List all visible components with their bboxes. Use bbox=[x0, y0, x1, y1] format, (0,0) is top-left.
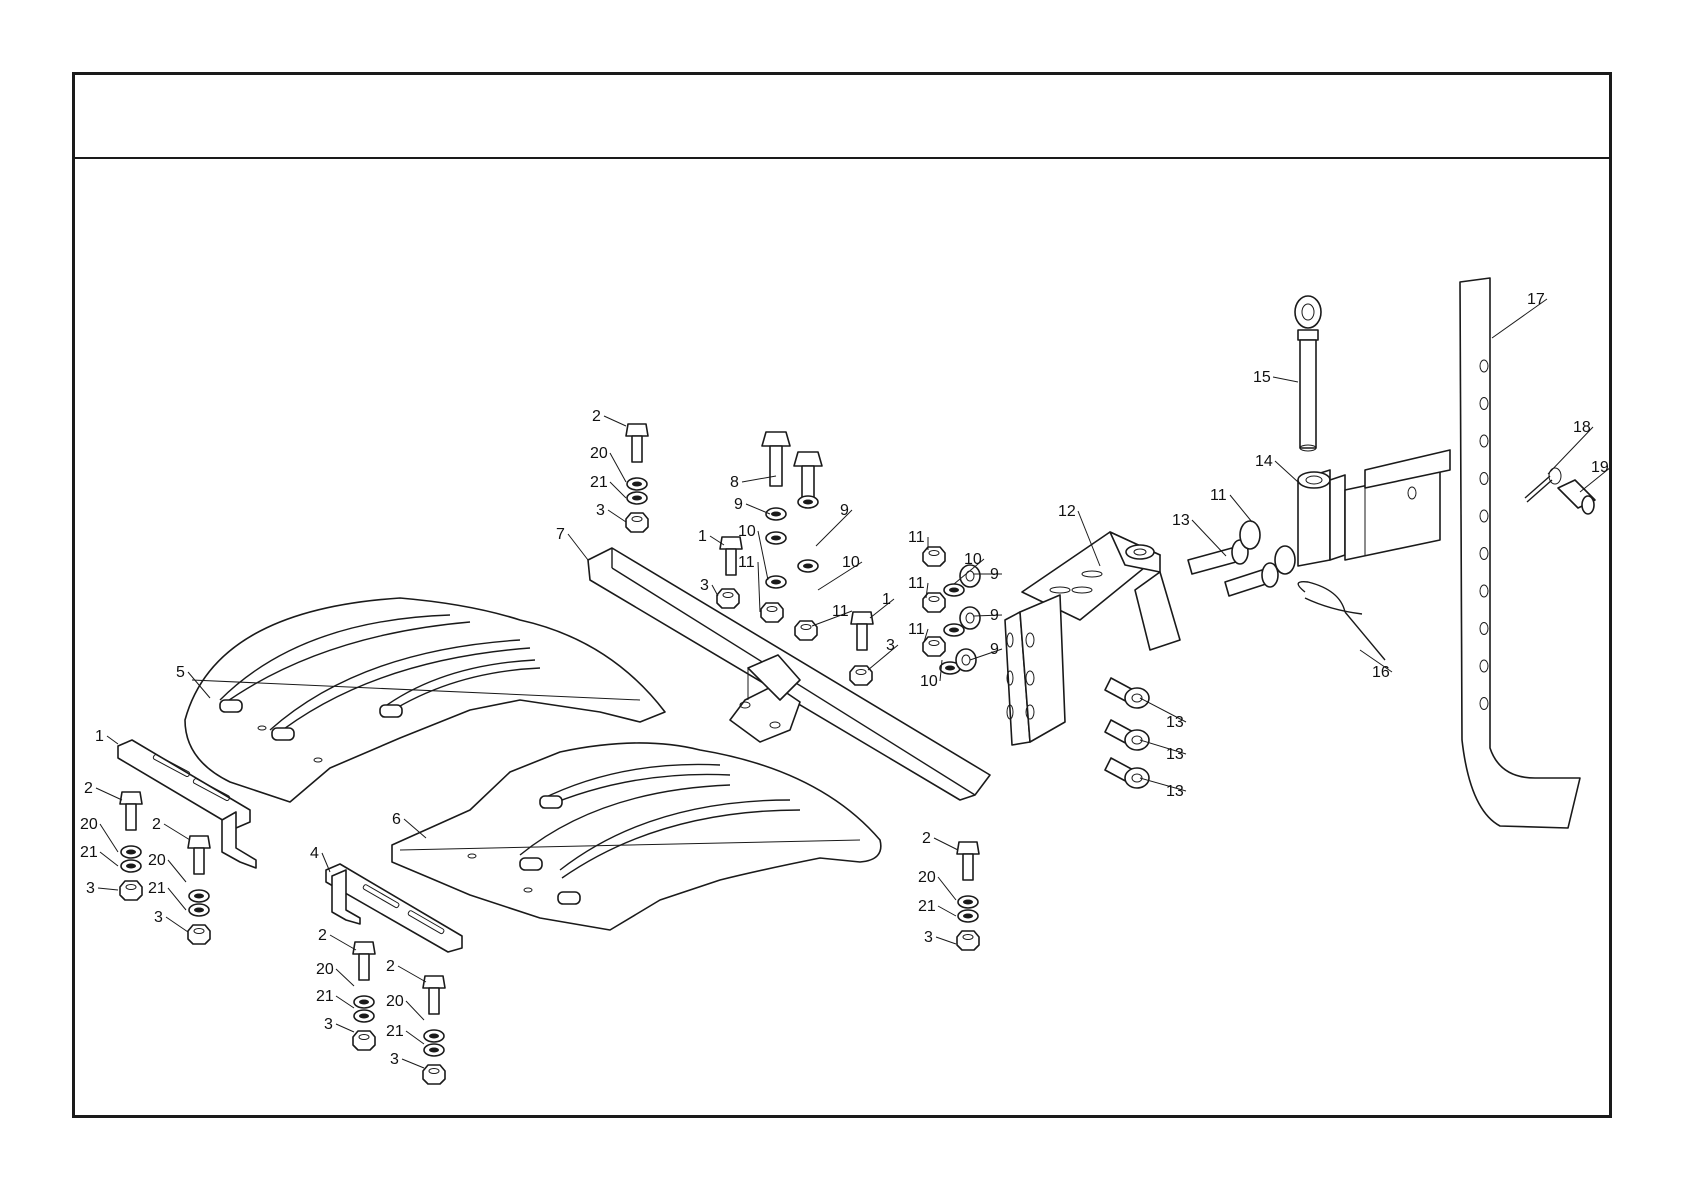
callout-20: 20 bbox=[918, 869, 936, 886]
fastener-stack bbox=[957, 842, 979, 950]
callout-3: 3 bbox=[924, 929, 933, 946]
callout-2: 2 bbox=[386, 958, 395, 975]
callout-21: 21 bbox=[148, 880, 166, 897]
callout-21: 21 bbox=[80, 844, 98, 861]
callout-11: 11 bbox=[738, 554, 755, 571]
fender-right bbox=[392, 743, 881, 930]
callout-21: 21 bbox=[316, 988, 334, 1005]
callout-21: 21 bbox=[918, 898, 936, 915]
callout-13: 13 bbox=[1172, 512, 1190, 529]
callout-10: 10 bbox=[738, 523, 756, 540]
callout-2: 2 bbox=[152, 816, 161, 833]
callout-3: 3 bbox=[700, 577, 709, 594]
washer-nut-cluster bbox=[761, 496, 980, 674]
callout-18: 18 bbox=[1573, 419, 1591, 436]
fastener-stack bbox=[120, 792, 142, 900]
callout-13: 13 bbox=[1166, 714, 1184, 731]
callout-9: 9 bbox=[734, 496, 743, 513]
callout-7: 7 bbox=[556, 526, 565, 543]
callout-1: 1 bbox=[95, 728, 104, 745]
bolts-pair bbox=[762, 432, 822, 506]
callout-20: 20 bbox=[590, 445, 608, 462]
callout-10: 10 bbox=[842, 554, 860, 571]
nut bbox=[717, 589, 739, 608]
callout-19: 19 bbox=[1591, 459, 1609, 476]
callout-11: 11 bbox=[908, 621, 925, 638]
callout-15: 15 bbox=[1253, 369, 1271, 386]
hitch-bracket bbox=[1005, 532, 1180, 745]
callout-3: 3 bbox=[154, 909, 163, 926]
callout-16: 16 bbox=[1372, 664, 1390, 681]
eye-pin bbox=[1295, 296, 1321, 451]
callout-21: 21 bbox=[386, 1023, 404, 1040]
lynch-pin bbox=[1525, 468, 1561, 502]
callout-11: 11 bbox=[832, 603, 849, 620]
callout-6: 6 bbox=[392, 811, 401, 828]
callout-3: 3 bbox=[596, 502, 605, 519]
hitch-clip bbox=[1298, 582, 1385, 660]
callout-4: 4 bbox=[310, 845, 319, 862]
fastener-stack bbox=[188, 836, 210, 944]
callout-1: 1 bbox=[882, 591, 891, 608]
shank bbox=[1460, 278, 1580, 828]
callout-9: 9 bbox=[990, 641, 999, 658]
callout-9: 9 bbox=[990, 566, 999, 583]
callout-14: 14 bbox=[1255, 453, 1273, 470]
callout-2: 2 bbox=[84, 780, 93, 797]
fastener-stack bbox=[626, 424, 648, 532]
callout-9: 9 bbox=[840, 502, 849, 519]
fastener-stack bbox=[353, 942, 375, 1050]
callout-9: 9 bbox=[990, 607, 999, 624]
callout-3: 3 bbox=[886, 637, 895, 654]
callout-13: 13 bbox=[1166, 783, 1184, 800]
callout-12: 12 bbox=[1058, 503, 1076, 520]
callout-20: 20 bbox=[148, 852, 166, 869]
callout-3: 3 bbox=[390, 1051, 399, 1068]
receiver-hinge bbox=[1298, 450, 1450, 566]
callout-13: 13 bbox=[1166, 746, 1184, 763]
callout-1: 1 bbox=[698, 528, 707, 545]
callout-8: 8 bbox=[730, 474, 739, 491]
callout-11: 11 bbox=[908, 575, 925, 592]
callout-3: 3 bbox=[86, 880, 95, 897]
callout-2: 2 bbox=[318, 927, 327, 944]
clevis-pin bbox=[1558, 480, 1595, 514]
fastener-stack bbox=[423, 976, 445, 1084]
callout-20: 20 bbox=[80, 816, 98, 833]
callout-11: 11 bbox=[1210, 487, 1227, 504]
bolt bbox=[851, 612, 873, 650]
callout-20: 20 bbox=[386, 993, 404, 1010]
callout-21: 21 bbox=[590, 474, 608, 491]
callout-10: 10 bbox=[964, 551, 982, 568]
callout-3: 3 bbox=[324, 1016, 333, 1033]
callout-10: 10 bbox=[920, 673, 938, 690]
callout-20: 20 bbox=[316, 961, 334, 978]
callout-2: 2 bbox=[592, 408, 601, 425]
callout-17: 17 bbox=[1527, 291, 1545, 308]
callout-11: 11 bbox=[908, 529, 925, 546]
callout-2: 2 bbox=[922, 830, 931, 847]
callout-5: 5 bbox=[176, 664, 185, 681]
